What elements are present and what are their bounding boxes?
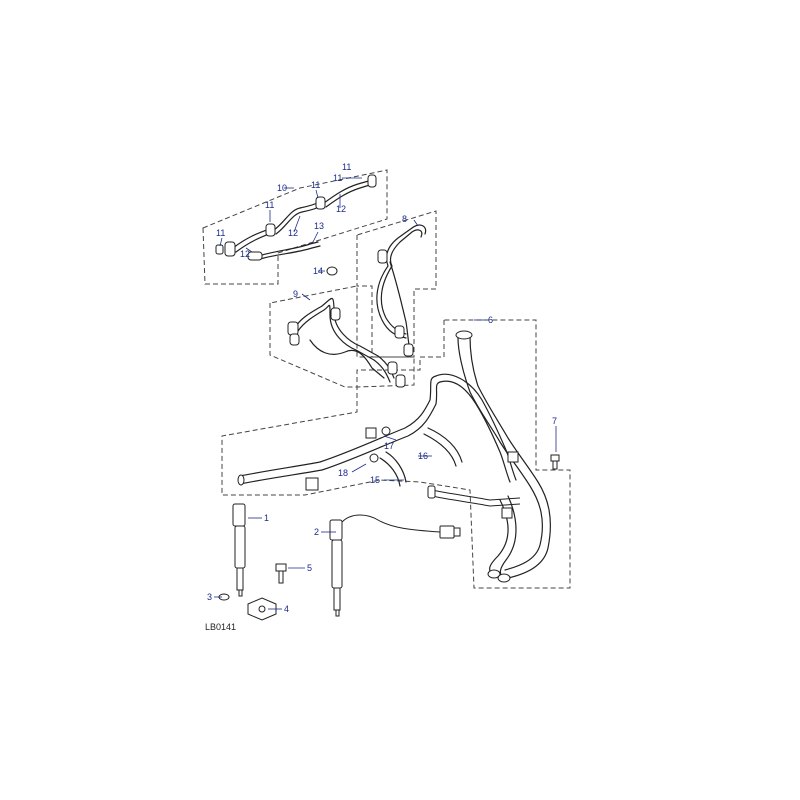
callout-10: 10 — [277, 183, 287, 193]
group-9-boundary — [269, 285, 415, 388]
leader-lines — [214, 177, 557, 610]
callout-9: 9 — [293, 289, 298, 299]
callout-15: 15 — [370, 475, 380, 485]
callout-18: 18 — [338, 468, 348, 478]
hoses — [369, 426, 463, 487]
callout-16: 16 — [418, 451, 428, 461]
pipe-end — [455, 330, 473, 340]
pipe-nut — [377, 249, 388, 264]
pipe-nut — [427, 485, 436, 499]
connector — [453, 527, 461, 537]
bracket — [365, 427, 377, 439]
injector-pipes-9 — [287, 297, 406, 388]
callout-12-b: 12 — [288, 228, 298, 238]
group-6-boundary — [221, 319, 571, 589]
leak-off-pipe-assembly — [215, 174, 377, 261]
callout-11-d: 11 — [333, 173, 342, 183]
banjo-fitting — [224, 241, 236, 257]
callout-6: 6 — [488, 315, 493, 325]
bolt-shank — [552, 460, 558, 470]
main-pipe-assembly — [237, 330, 551, 583]
callout-2: 2 — [314, 527, 319, 537]
pipe-end — [237, 474, 245, 486]
callout-5: 5 — [307, 563, 312, 573]
group-boundaries — [202, 169, 571, 589]
callout-17: 17 — [384, 441, 394, 451]
bolt — [550, 454, 560, 470]
callout-11-b: 11 — [265, 200, 274, 210]
callout-12-c: 12 — [240, 249, 250, 259]
callout-8: 8 — [402, 214, 407, 224]
pipe-end — [497, 573, 511, 583]
injector-part-1 — [232, 503, 246, 597]
hose-end — [247, 251, 263, 261]
washer — [215, 244, 224, 255]
pipe-nut — [287, 321, 299, 336]
clamp-hole — [258, 605, 266, 613]
callout-7: 7 — [552, 416, 557, 426]
callout-11-c: 11 — [311, 180, 320, 190]
bracket — [507, 451, 519, 463]
bolt-head — [550, 454, 560, 462]
injector-part-2 — [329, 514, 461, 617]
hose-clip — [381, 426, 391, 436]
clamp-bolt-head — [275, 563, 287, 572]
diagram-reference-code: LB0141 — [205, 622, 236, 632]
banjo-fitting — [265, 223, 276, 237]
connector — [439, 525, 455, 539]
banjo-fitting — [315, 196, 326, 210]
callout-11-e: 11 — [342, 162, 351, 172]
pipe-nut — [289, 333, 300, 346]
pipe-nut — [394, 325, 405, 339]
group-8-boundary — [356, 210, 437, 358]
callout-11-a: 11 — [216, 228, 225, 238]
bracket — [501, 507, 513, 519]
callout-3: 3 — [207, 592, 212, 602]
callout-13: 13 — [314, 221, 324, 231]
callout-labels: 1 2 3 4 5 6 7 8 9 10 11 11 11 11 11 12 1… — [205, 162, 557, 632]
pipe-end — [487, 569, 501, 579]
pipe-nut — [387, 361, 398, 375]
callout-1: 1 — [264, 513, 269, 523]
banjo-fitting — [367, 174, 377, 188]
callout-12-a: 12 — [336, 204, 346, 214]
injector-pipes-8 — [376, 224, 427, 357]
group-10-boundary — [202, 169, 388, 285]
clip-part — [326, 266, 338, 276]
callout-4: 4 — [284, 604, 289, 614]
hose-clip — [369, 453, 379, 463]
pipe-nut — [395, 374, 406, 388]
callout-14: 14 — [313, 266, 323, 276]
clamp-bolt-shank — [278, 570, 284, 584]
bracket — [305, 477, 319, 491]
pipe-nut — [330, 307, 341, 321]
pipe-nut — [403, 343, 414, 357]
